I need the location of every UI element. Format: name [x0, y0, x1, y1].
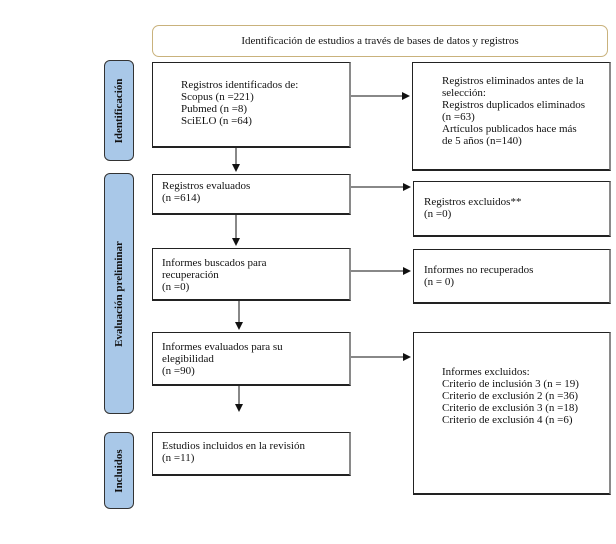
- box-informes-excluidos: Informes excluidos: Criterio de inclusió…: [413, 332, 611, 495]
- stage-evaluacion-preliminar: Evaluación preliminar: [104, 173, 134, 414]
- box-text: Estudios incluidos en la revisión (n =11…: [162, 440, 305, 464]
- box-registros-evaluados: Registros evaluados (n =614): [152, 174, 351, 215]
- box-informes-evaluados: Informes evaluados para su elegibilidad …: [152, 332, 351, 386]
- box-text: Informes buscados para recuperación (n =…: [162, 257, 267, 293]
- stage-identificacion: Identificación: [104, 60, 134, 161]
- box-text: Informes evaluados para su elegibilidad …: [162, 341, 283, 377]
- box-informes-no-recuperados: Informes no recuperados (n = 0): [413, 249, 611, 304]
- box-text: Registros identificados de: Scopus (n =2…: [181, 79, 299, 127]
- diagram-title-box: Identificación de estudios a través de b…: [152, 25, 608, 57]
- stage-incluidos: Incluidos: [104, 432, 134, 509]
- stage-label-incluidos: Incluidos: [113, 448, 125, 493]
- box-registros-identificados: Registros identificados de: Scopus (n =2…: [152, 62, 351, 148]
- box-text: Registros excluidos** (n =0): [424, 196, 522, 220]
- box-text: Informes excluidos: Criterio de inclusió…: [442, 366, 579, 426]
- box-registros-eliminados: Registros eliminados antes de la selecci…: [412, 62, 611, 171]
- box-text: Registros eliminados antes de la selecci…: [442, 75, 585, 147]
- diagram-title: Identificación de estudios a través de b…: [241, 35, 519, 47]
- stage-label-evaluacion: Evaluación preliminar: [113, 240, 125, 347]
- box-text: Informes no recuperados (n = 0): [424, 264, 534, 288]
- box-registros-excluidos: Registros excluidos** (n =0): [413, 181, 611, 237]
- box-informes-buscados: Informes buscados para recuperación (n =…: [152, 248, 351, 301]
- box-estudios-incluidos: Estudios incluidos en la revisión (n =11…: [152, 432, 351, 476]
- box-text: Registros evaluados (n =614): [162, 180, 251, 204]
- stage-label-identificacion: Identificación: [113, 78, 125, 143]
